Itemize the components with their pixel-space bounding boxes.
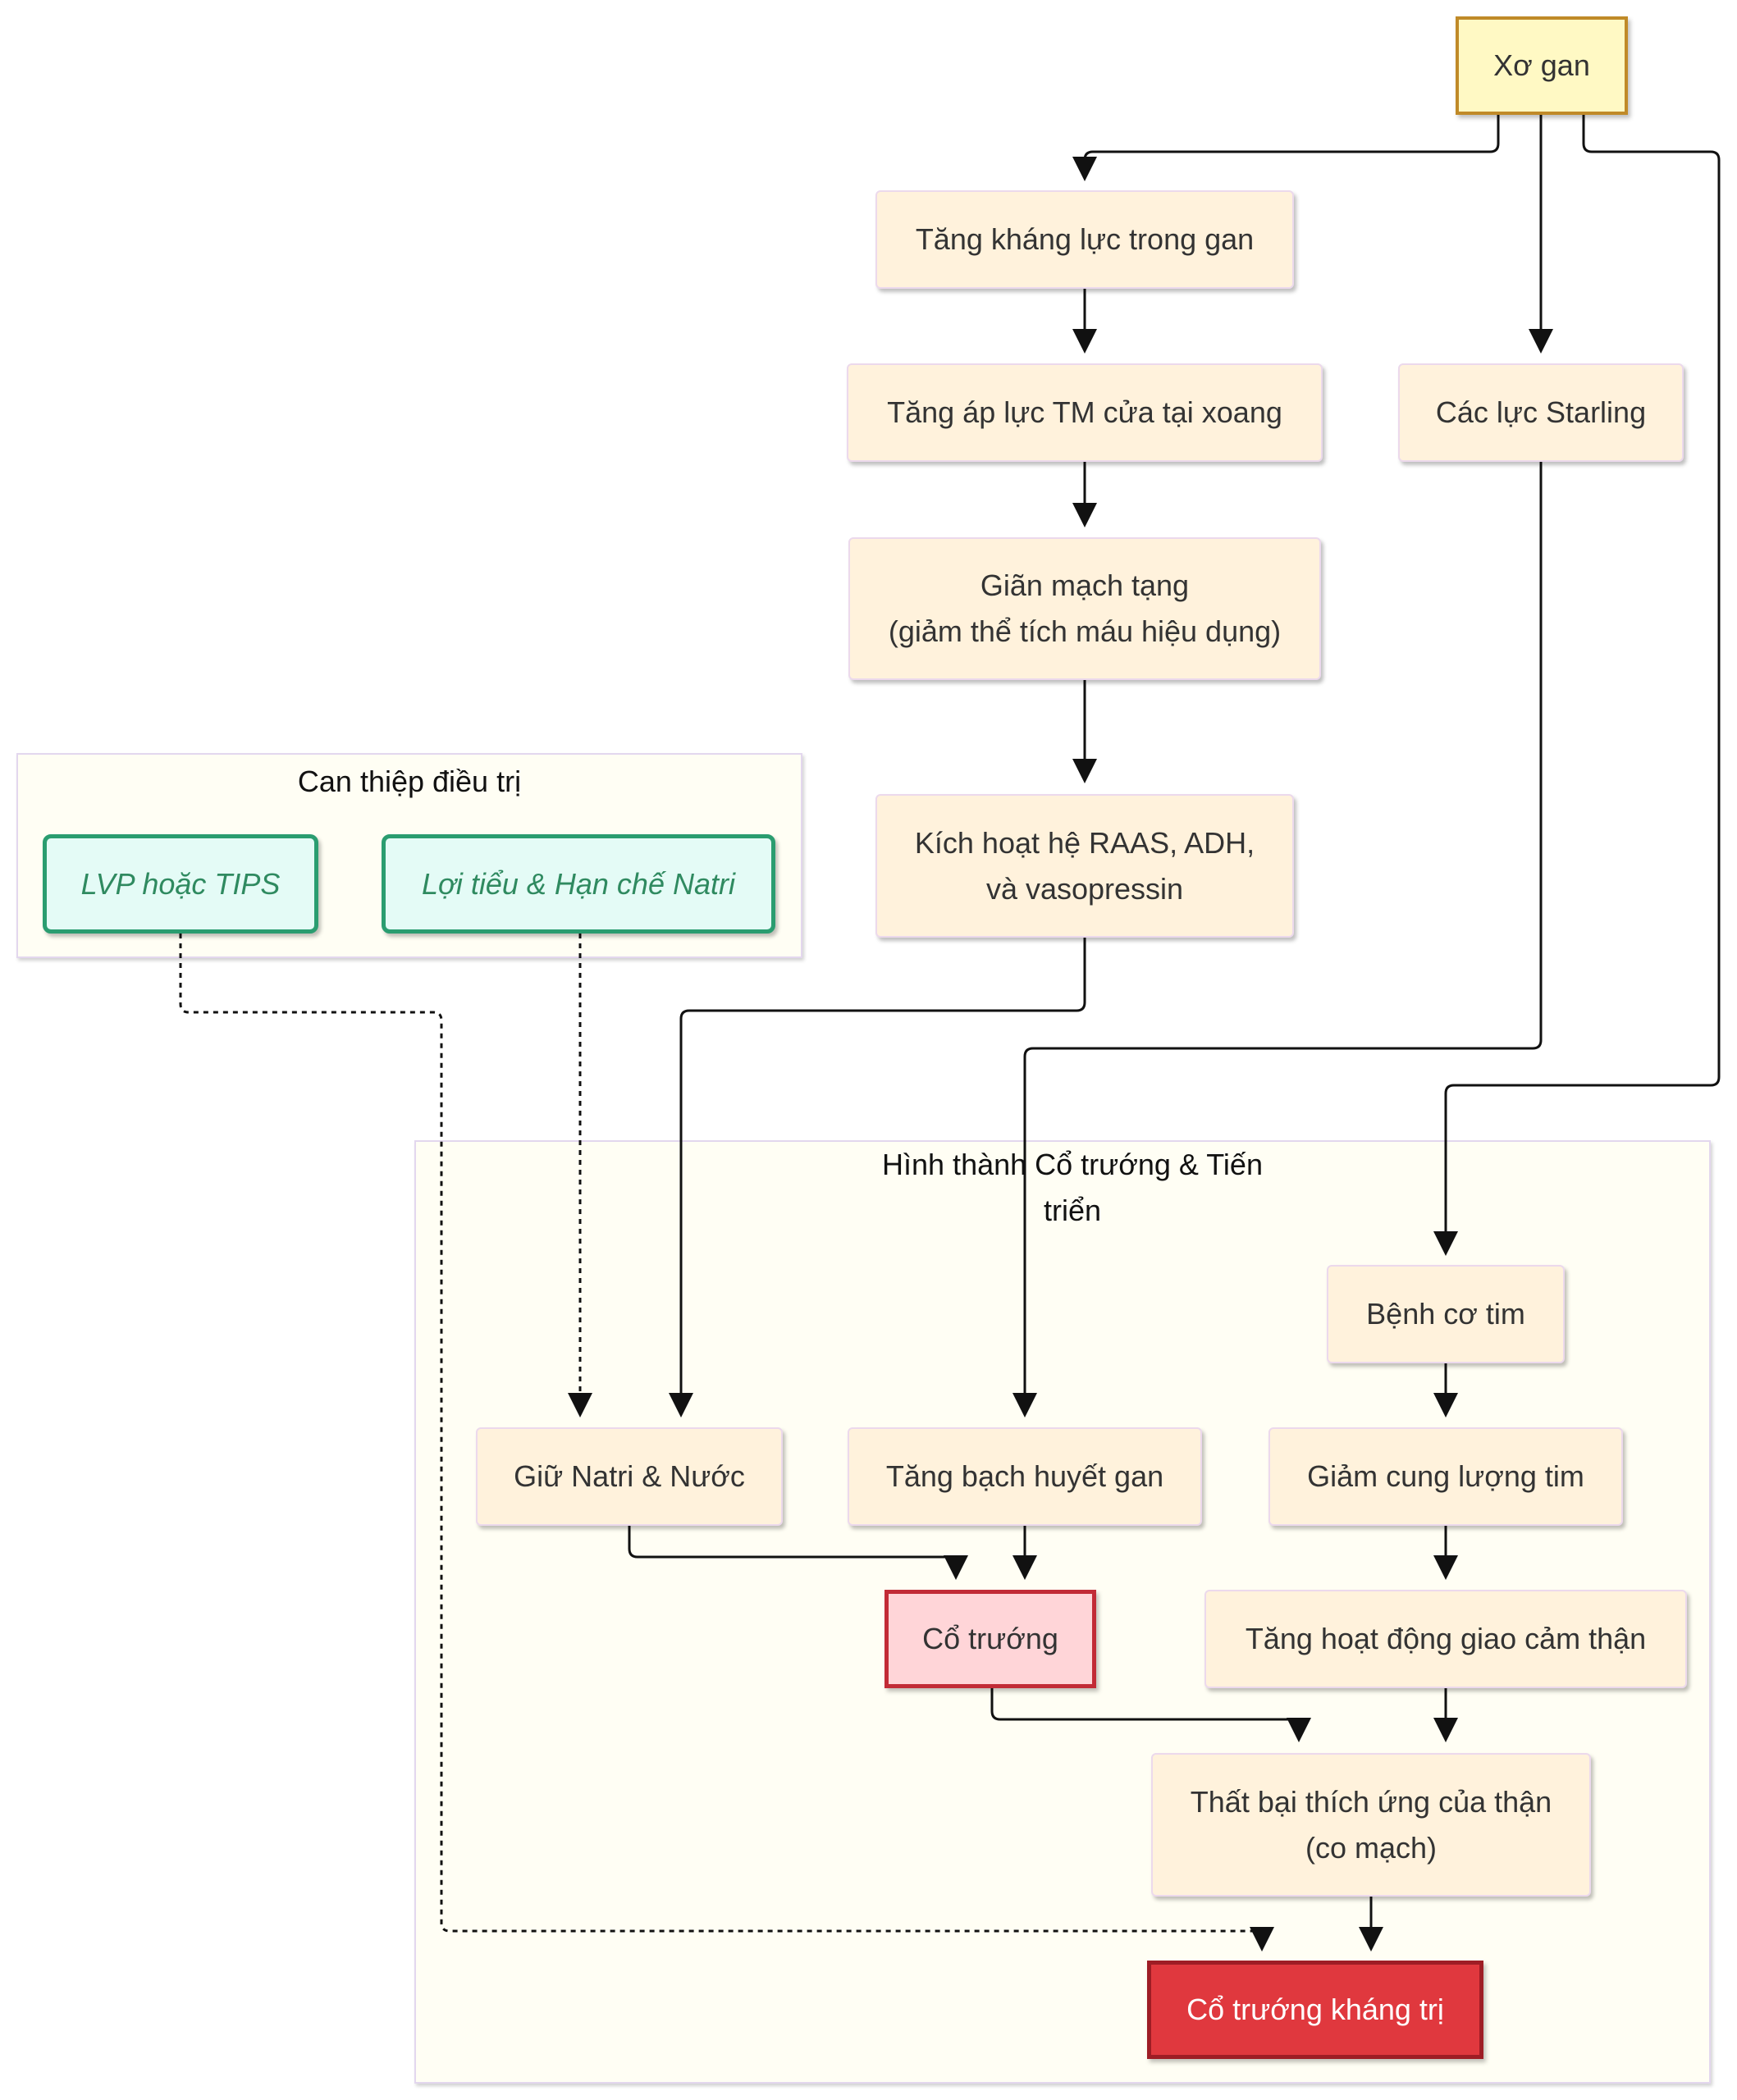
cluster-treatment-title: Can thiệp điều trị [297, 765, 522, 798]
edge-xo-gan-to-tang-khang-luc [1072, 115, 1500, 181]
node-tang-khang-luc[interactable]: Tăng kháng lực trong gan [875, 190, 1294, 289]
node-co-truong[interactable]: Cổ trướng [884, 1590, 1096, 1688]
node-tang-ap-luc[interactable]: Tăng áp lực TM cửa tại xoang [847, 363, 1323, 462]
node-gian-mach-tang[interactable]: Giãn mạch tạng (giảm thể tích máu hiệu d… [848, 537, 1321, 680]
node-tang-bach-huyet[interactable]: Tăng bạch huyết gan [848, 1427, 1202, 1526]
node-lvp-tips[interactable]: LVP hoặc TIPS [43, 834, 318, 934]
cluster-formation-title: Hình thành Cổ trướng & Tiến triển [882, 1148, 1263, 1227]
node-xo-gan[interactable]: Xơ gan [1456, 16, 1628, 115]
edge-xo-gan-to-benh-co-tim [1433, 115, 1721, 1256]
node-co-truong-khang-tri[interactable]: Cổ trướng kháng trị [1147, 1961, 1483, 2059]
node-loi-tieu[interactable]: Lợi tiểu & Hạn chế Natri [382, 834, 775, 934]
node-benh-co-tim[interactable]: Bệnh cơ tim [1327, 1265, 1565, 1363]
node-that-bai-than[interactable]: Thất bại thích ứng của thận (co mạch) [1151, 1753, 1591, 1897]
node-tang-giao-cam[interactable]: Tăng hoạt động giao cảm thận [1204, 1590, 1687, 1688]
node-cac-luc-starling[interactable]: Các lực Starling [1398, 363, 1684, 462]
node-kich-hoat-raas[interactable]: Kích hoạt hệ RAAS, ADH, và vasopressin [875, 794, 1294, 938]
node-giam-cung-luong[interactable]: Giảm cung lượng tim [1268, 1427, 1623, 1526]
node-giu-natri[interactable]: Giữ Natri & Nước [476, 1427, 783, 1526]
